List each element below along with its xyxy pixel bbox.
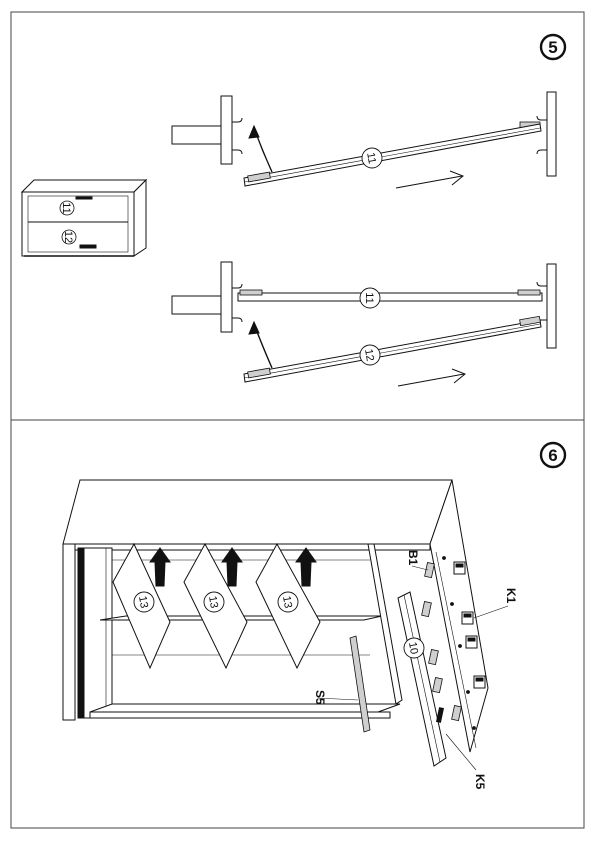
cabinet-body <box>62 479 489 753</box>
step-6-frame <box>10 419 585 829</box>
overview-part-11-label: 11 <box>60 202 72 213</box>
shelf-13-1: 13 <box>112 542 171 670</box>
row-2-part-11-label: 11 <box>363 292 375 303</box>
row-2-part-12-label: 12 <box>362 348 376 362</box>
step-5-row-2: 11 12 <box>171 261 557 387</box>
cam-locks-k1: K1 <box>453 561 518 689</box>
overview-part-11: 11 <box>59 200 75 216</box>
rod-s5: S5 <box>313 635 371 733</box>
step-5-badge: 5 <box>539 33 567 61</box>
step-6-number: 6 <box>548 446 557 465</box>
divider-part-10-label: 10 <box>406 641 420 655</box>
step-6-badge: 6 <box>539 441 567 469</box>
shelf-13-1-label: 13 <box>136 595 150 609</box>
divider-part-10: 10 <box>397 591 447 767</box>
cam-k1-label: K1 <box>504 588 518 604</box>
cam-bolts-k5: K5 <box>435 707 487 790</box>
dowel-b1-label: B1 <box>406 550 420 566</box>
rod-s5-label: S5 <box>313 690 327 705</box>
step-5-panel: 5 11 12 <box>10 11 585 421</box>
row-2-push-arrow <box>397 373 465 387</box>
step-5-number: 5 <box>548 38 557 57</box>
row-1-part-11: 11 <box>361 147 383 169</box>
cam-bolt-k5-label: K5 <box>473 774 487 790</box>
row-2-part-11: 11 <box>359 287 381 309</box>
step-5-row-1: 11 <box>171 91 557 189</box>
shelf-13-3-label: 13 <box>280 595 294 609</box>
overview-cabinet: 11 12 <box>20 178 148 257</box>
overview-part-12: 12 <box>61 229 77 245</box>
row-1-part-11-label: 11 <box>364 152 378 165</box>
shelf-13-3: 13 <box>255 542 321 670</box>
row-2-part-12: 12 <box>359 344 381 366</box>
step-6-panel: 6 <box>10 419 585 829</box>
row-1-push-arrow <box>395 175 463 189</box>
shelf-13-2-label: 13 <box>206 595 220 609</box>
dowels-b1: B1 <box>406 550 462 722</box>
overview-part-12-label: 12 <box>62 231 74 243</box>
shelf-13-2: 13 <box>183 542 248 670</box>
